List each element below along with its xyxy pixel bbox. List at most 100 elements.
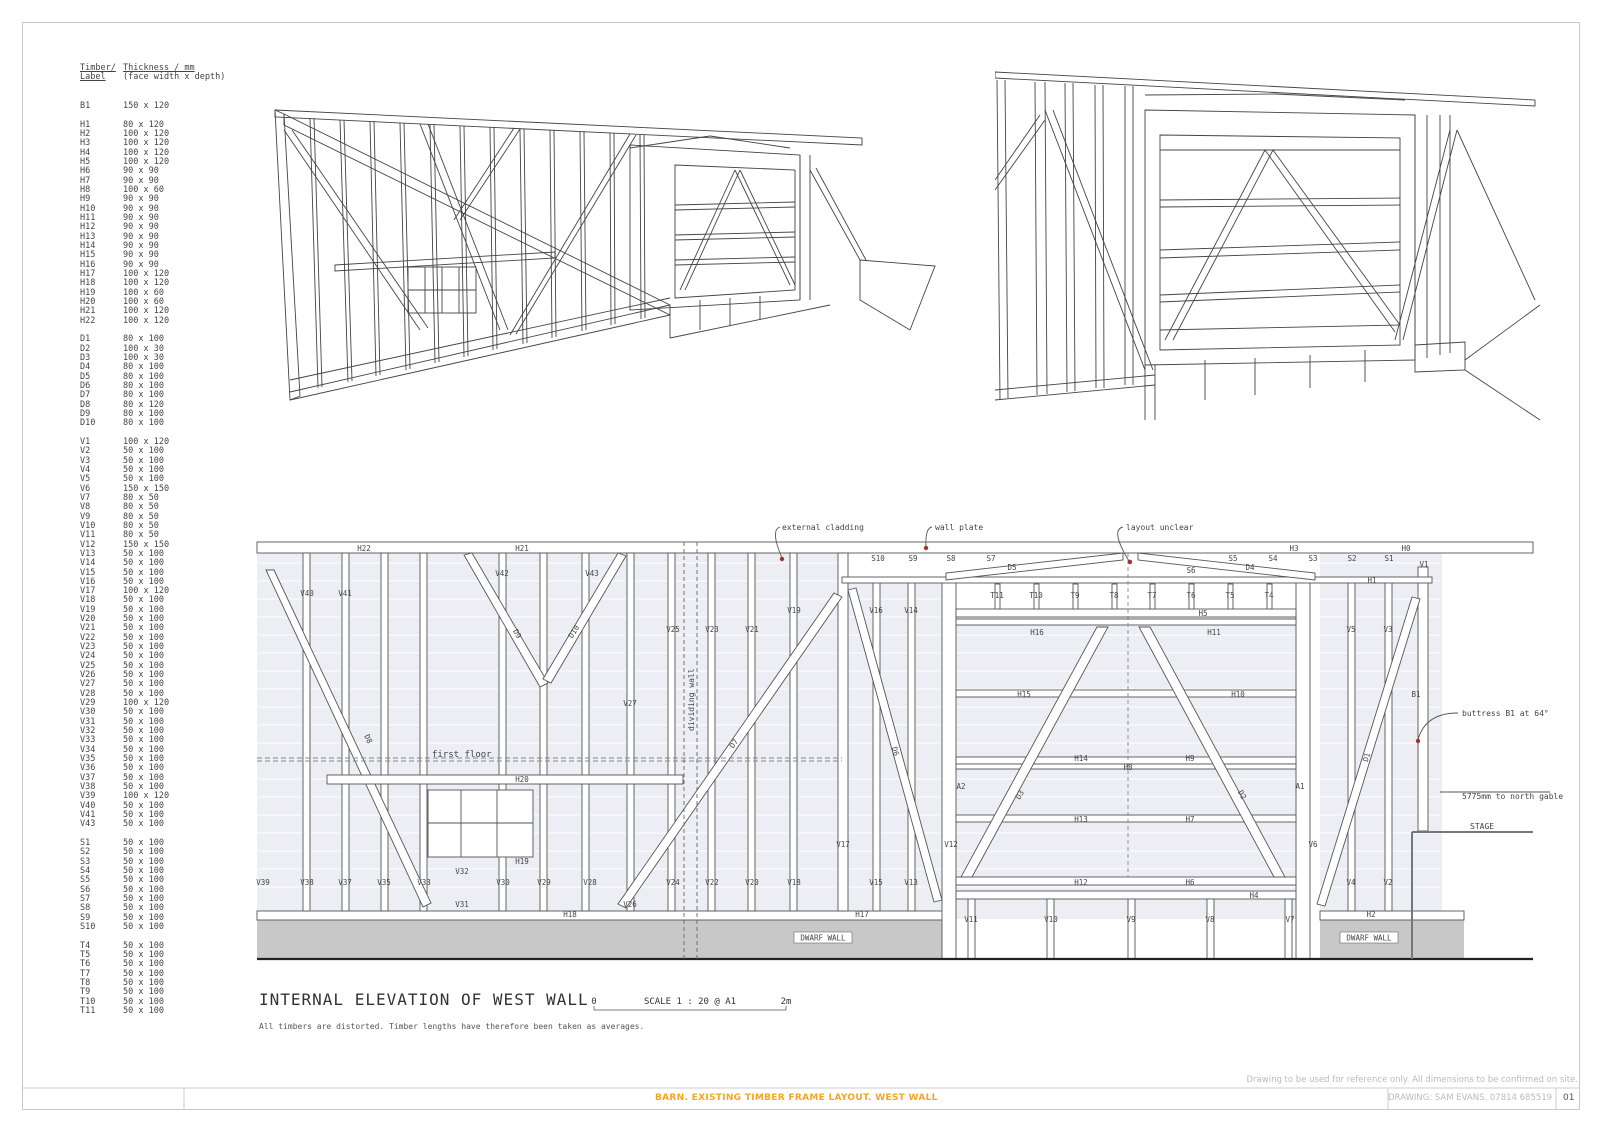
legend-timber-size: 50 x 100 (123, 884, 164, 895)
legend-timber-label: H21 (80, 306, 96, 317)
timber-label: V42 (495, 569, 509, 578)
timber-label: B1 (1411, 690, 1420, 699)
timber-label: H5 (1198, 609, 1207, 618)
legend-timber-size: 80 x 50 (123, 502, 159, 513)
legend-timber-size: 50 x 100 (123, 679, 164, 690)
timber-label: V8 (1205, 915, 1215, 924)
legend-timber-size: 50 x 100 (123, 922, 164, 933)
legend-timber-size: 50 x 100 (123, 548, 164, 559)
timber-label: V4 (1346, 878, 1356, 887)
legend-timber-label: V5 (80, 474, 91, 485)
legend-timber-label: D2 (80, 343, 91, 354)
timber-label: V6 (1308, 840, 1318, 849)
legend-timber-label: S7 (80, 894, 91, 905)
legend-timber-size: 50 x 100 (123, 996, 164, 1007)
legend-timber-size: 90 x 90 (123, 231, 159, 242)
legend-timber-label: H5 (80, 156, 91, 167)
legend-timber-label: V1 (80, 436, 91, 447)
timber-label: V23 (705, 625, 719, 634)
timber-label: H16 (1030, 628, 1044, 637)
legend-timber-size: 50 x 100 (123, 754, 164, 765)
legend-timber-label: V7 (80, 492, 91, 503)
legend-timber-label: V29 (80, 698, 96, 709)
legend-timber-size: 50 x 100 (123, 726, 164, 737)
legend-timber-label: S9 (80, 912, 91, 923)
annotation-buttress: buttress B1 at 64° (1462, 709, 1549, 718)
legend-timber-size: 50 x 100 (123, 772, 164, 783)
timber-label: V33 (417, 878, 431, 887)
legend-timber-label: V20 (80, 614, 96, 625)
legend-timber-label: S4 (80, 866, 91, 877)
legend-timber-size: 50 x 100 (123, 987, 164, 998)
legend-timber-label: V2 (80, 446, 91, 457)
legend-timber-label: V26 (80, 670, 96, 681)
legend-timber-label: V25 (80, 660, 96, 671)
legend-timber-label: V10 (80, 520, 96, 531)
legend-timber-label: H18 (80, 278, 96, 289)
annotation-north-gable: 5775mm to north gable (1462, 792, 1563, 801)
legend-timber-size: 50 x 100 (123, 763, 164, 774)
timber-label: V14 (904, 606, 918, 615)
timber-label: A1 (1295, 782, 1304, 791)
legend-timber-label: V8 (80, 502, 91, 513)
timber-label: V31 (455, 900, 469, 909)
timber-label: H15 (1017, 690, 1031, 699)
legend-timber-size: 50 x 100 (123, 595, 164, 606)
scale-bar (593, 1006, 787, 1011)
legend-timber-size: 50 x 100 (123, 735, 164, 746)
legend-timber-size: 50 x 100 (123, 940, 164, 951)
annotation-wall-plate: wall plate (935, 523, 983, 532)
timber-label: V3 (1383, 625, 1392, 634)
timber-label: T5 (1225, 591, 1234, 600)
timber-label: D5 (1007, 563, 1016, 572)
timber-label: T9 (1070, 591, 1079, 600)
timber-label: V28 (583, 878, 597, 887)
legend-timber-size: 90 x 90 (123, 259, 159, 270)
timber-label: V37 (338, 878, 352, 887)
legend-timber-size: 50 x 100 (123, 744, 164, 755)
legend-timber-size: 50 x 100 (123, 604, 164, 615)
reference-note: Drawing to be used for reference only. A… (1246, 1075, 1578, 1085)
timber-label: V22 (705, 878, 719, 887)
legend-timber-label: H2 (80, 128, 91, 139)
legend-timber-label: V22 (80, 632, 96, 643)
legend-col2-line1: Thickness / mm (123, 63, 195, 73)
footer-drawn-by: DRAWING: SAM EVANS. 07814 685519 (1388, 1093, 1553, 1103)
legend-timber-label: H13 (80, 231, 96, 242)
timber-label: V24 (666, 878, 680, 887)
timber-label: H14 (1074, 754, 1088, 763)
legend-timber-size: 50 x 100 (123, 1006, 164, 1016)
timber-label: V30 (496, 878, 510, 887)
timber-label: H2 (1366, 910, 1375, 919)
timber-label: H7 (1185, 815, 1194, 824)
legend-timber-size: 90 x 90 (123, 194, 159, 205)
legend-timber-size: 50 x 100 (123, 707, 164, 718)
legend-timber-label: D9 (80, 408, 91, 419)
annotation-external-cladding: external cladding (782, 523, 864, 532)
legend-timber-label: T7 (80, 968, 91, 979)
legend-timber-size: 50 x 100 (123, 642, 164, 653)
legend-timber-size: 150 x 120 (123, 101, 170, 111)
timber-label: S5 (1228, 554, 1237, 563)
timber-label: V15 (869, 878, 883, 887)
legend-timber-size: 90 x 90 (123, 212, 159, 223)
scale-zero: 0 (591, 997, 596, 1007)
legend-timber-size: 80 x 100 (123, 362, 164, 373)
legend-timber-label: V4 (80, 464, 91, 475)
legend-timber-label: V37 (80, 772, 96, 783)
legend-timber-label: V15 (80, 567, 96, 578)
legend-timber-label: D4 (80, 362, 91, 373)
timber-label: H6 (1185, 878, 1195, 887)
legend-timber-label: V23 (80, 642, 96, 653)
annotation-first-floor: first floor (432, 750, 492, 760)
legend-timber-label: V34 (80, 744, 96, 755)
legend-timber-size: 100 x 120 (123, 268, 170, 279)
legend-timber-size: 50 x 100 (123, 810, 164, 821)
legend-timber-size: 100 x 60 (123, 287, 164, 298)
isometric-view-right (995, 71, 1541, 421)
timber-label: S3 (1308, 554, 1317, 563)
timber-label: V39 (256, 878, 270, 887)
legend-timber-size: 50 x 100 (123, 558, 164, 569)
drawing-note: All timbers are distorted. Timber length… (259, 1022, 645, 1031)
legend-timber-size: 50 x 100 (123, 660, 164, 671)
